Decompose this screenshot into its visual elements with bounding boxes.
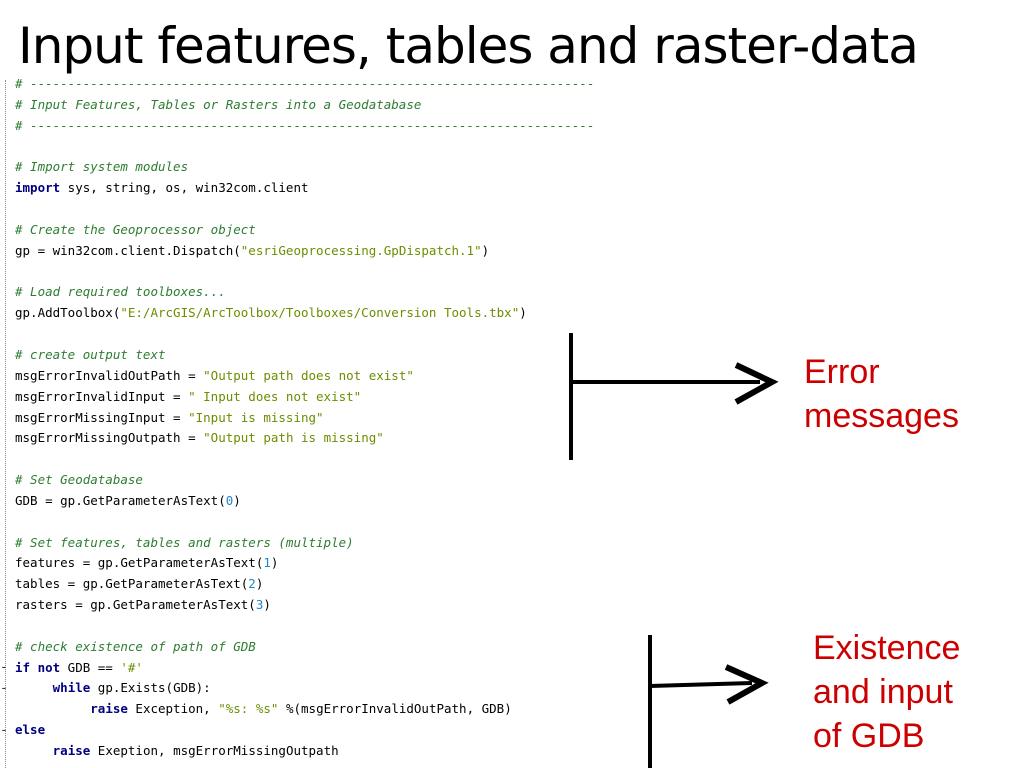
code-line: import sys, string, os, win32com.client (15, 178, 795, 199)
code-token: else (15, 722, 46, 738)
code-token: "Output path is missing" (203, 430, 384, 446)
code-token: ) (263, 597, 271, 613)
code-token: # Set Geodatabase (15, 472, 143, 488)
code-line (15, 199, 795, 220)
code-line: # Import system modules (15, 157, 795, 178)
code-token: ) (233, 492, 241, 508)
code-token: Exception, (127, 701, 219, 717)
existence-gdb-label: Existence and input of GDB (813, 629, 961, 755)
code-line (15, 137, 795, 158)
code-token: raise (90, 701, 128, 717)
fold-marker-if[interactable]: - (0, 660, 8, 675)
code-token: import (15, 180, 61, 196)
fold-marker-while[interactable]: - (0, 681, 8, 696)
code-token: # Load required toolboxes... (15, 284, 226, 300)
code-token: " Input does not exist" (188, 388, 362, 404)
code-token: if not (15, 659, 61, 675)
code-line: # check existence of path of GDB (15, 637, 795, 658)
code-line: features = gp.GetParameterAsText(1) (15, 553, 795, 574)
code-line: while gp.Exists(GDB): (15, 678, 795, 699)
error-messages-label: Error messages (804, 353, 959, 435)
arrow-shaft (649, 681, 753, 688)
code-token: GDB == (60, 659, 121, 675)
code-token: # --------------------------------------… (15, 76, 595, 91)
code-token: tables = gp.GetParameterAsText( (15, 576, 249, 592)
code-line: tables = gp.GetParameterAsText(2) (15, 574, 795, 595)
code-token: ) (255, 576, 264, 592)
code-token: # Create the Geoprocessor object (15, 221, 256, 237)
code-token: while (52, 680, 91, 696)
code-token: sys, string, os, win32com.client (60, 180, 309, 196)
code-token: ) (270, 555, 279, 571)
code-token: raise (52, 743, 91, 758)
code-token: "E:/ArcGIS/ArcToolbox/Toolboxes/Conversi… (120, 305, 520, 321)
code-token: 2 (248, 576, 256, 592)
code-token: gp = win32com.client.Dispatch( (15, 242, 241, 258)
code-line: raise Exeption, msgErrorMissingOutpath (15, 741, 795, 762)
code-line: if not GDB == '#' (15, 658, 795, 679)
code-token: features = gp.GetParameterAsText( (15, 555, 264, 571)
code-token (15, 701, 90, 716)
code-line: msgErrorInvalidInput = " Input does not … (15, 387, 795, 408)
code-line: GDB = gp.GetParameterAsText(0) (15, 491, 795, 512)
code-token: # --------------------------------------… (15, 117, 595, 133)
fold-gutter (5, 80, 14, 768)
code-line: rasters = gp.GetParameterAsText(3) (15, 595, 795, 616)
code-line: msgErrorInvalidOutPath = "Output path do… (15, 366, 795, 387)
code-token: 0 (225, 492, 234, 508)
code-token: msgErrorMissingOutpath = (15, 430, 204, 446)
code-line: msgErrorMissingInput = "Input is missing… (15, 408, 795, 429)
code-token: %(msgErrorInvalidOutPath, GDB) (278, 701, 512, 717)
arrow-head-icon (734, 362, 779, 405)
code-line: gp = win32com.client.Dispatch("esriGeopr… (15, 241, 795, 262)
code-line: # Set features, tables and rasters (mult… (15, 533, 795, 554)
code-line: # Input Features, Tables or Rasters into… (15, 95, 795, 116)
code-listing: # --------------------------------------… (15, 74, 795, 762)
code-line: # Load required toolboxes... (15, 282, 795, 303)
code-token: rasters = gp.GetParameterAsText( (15, 597, 256, 613)
code-token: gp.AddToolbox( (15, 305, 121, 321)
code-token: "Input is missing" (188, 409, 324, 425)
fold-marker-else[interactable]: - (0, 723, 8, 738)
code-line: # Set Geodatabase (15, 470, 795, 491)
code-token: ) (519, 305, 527, 321)
code-token: "esriGeoprocessing.GpDispatch.1" (240, 242, 482, 258)
code-token: msgErrorInvalidOutPath = (15, 367, 204, 383)
code-token: "Output path does not exist" (203, 367, 414, 383)
code-token: "%s: %s" (218, 701, 279, 717)
code-line: # --------------------------------------… (15, 116, 795, 137)
code-token: # Set features, tables and rasters (mult… (15, 534, 354, 550)
code-token: 3 (255, 597, 264, 613)
existence-gdb-bracket-arrow (648, 635, 769, 768)
code-token: # create output text (15, 346, 166, 362)
code-token: GDB = gp.GetParameterAsText( (15, 492, 226, 508)
error-messages-bracket-arrow (569, 333, 779, 460)
code-token: 1 (263, 555, 271, 571)
code-token: # Import system modules (15, 159, 189, 175)
code-line: raise Exception, "%s: %s" %(msgErrorInva… (15, 699, 795, 720)
code-line: # Create the Geoprocessor object (15, 220, 795, 241)
code-token (15, 743, 53, 758)
code-token: Exeption, msgErrorMissingOutpath (90, 743, 339, 758)
code-token: # check existence of path of GDB (15, 638, 256, 654)
code-token: msgErrorMissingInput = (15, 409, 189, 425)
code-line: # create output text (15, 345, 795, 366)
code-line (15, 512, 795, 533)
code-line: msgErrorMissingOutpath = "Output path is… (15, 428, 795, 449)
arrow-head-icon (724, 664, 769, 705)
code-line (15, 262, 795, 283)
code-line: else (15, 720, 795, 741)
code-token: ) (481, 242, 490, 258)
code-token: '#' (120, 659, 143, 675)
code-token: msgErrorInvalidInput = (15, 388, 189, 404)
code-token (15, 680, 53, 695)
code-token: gp.Exists(GDB): (90, 680, 211, 696)
slide-title: Input features, tables and raster-data (18, 17, 919, 75)
code-line: # --------------------------------------… (15, 74, 795, 95)
code-line: gp.AddToolbox("E:/ArcGIS/ArcToolbox/Tool… (15, 303, 795, 324)
code-token: # Input Features, Tables or Rasters into… (15, 96, 422, 112)
